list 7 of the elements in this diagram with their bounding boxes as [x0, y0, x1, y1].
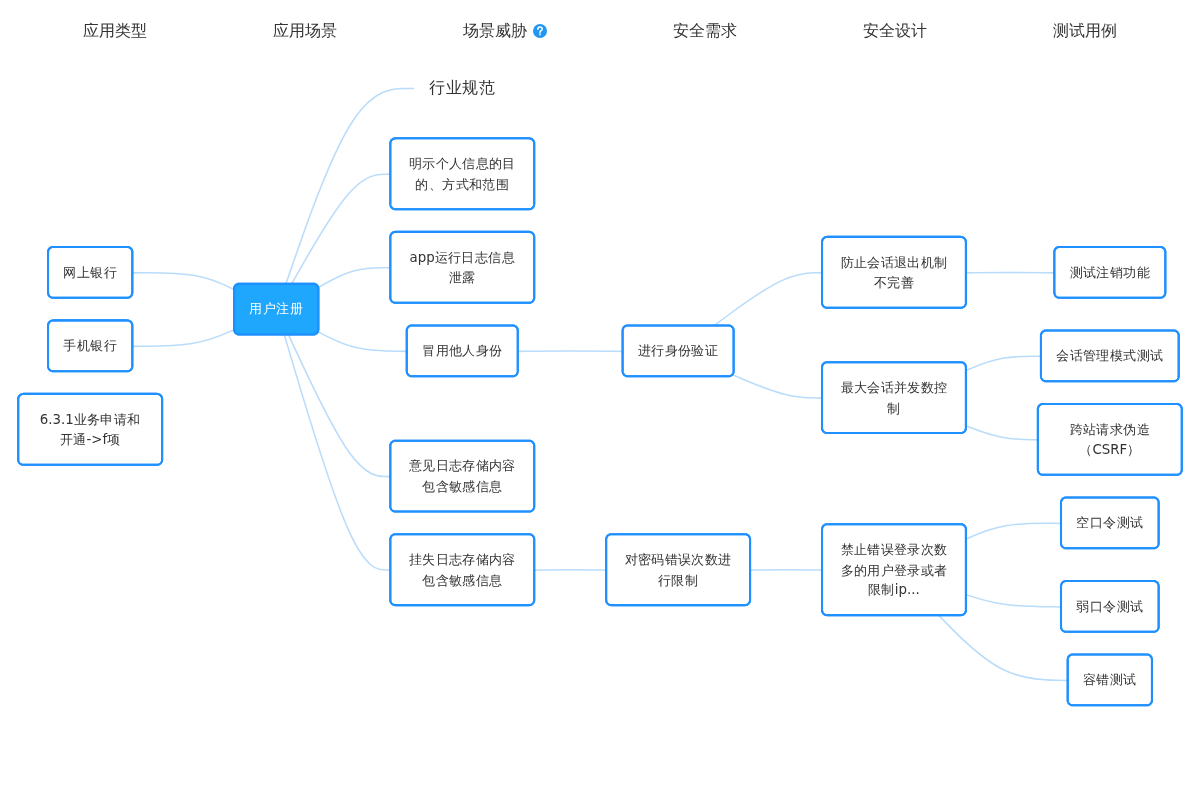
node-text: 行业规范: [429, 77, 496, 98]
column-heading: 测试用例: [1053, 20, 1117, 42]
column-heading: 安全设计: [863, 20, 927, 42]
column-heading: 应用场景: [273, 20, 337, 42]
column-heading: 应用类型: [83, 20, 147, 42]
column-heading: 安全需求: [673, 20, 737, 42]
column-heading: 场景威胁: [463, 20, 527, 42]
